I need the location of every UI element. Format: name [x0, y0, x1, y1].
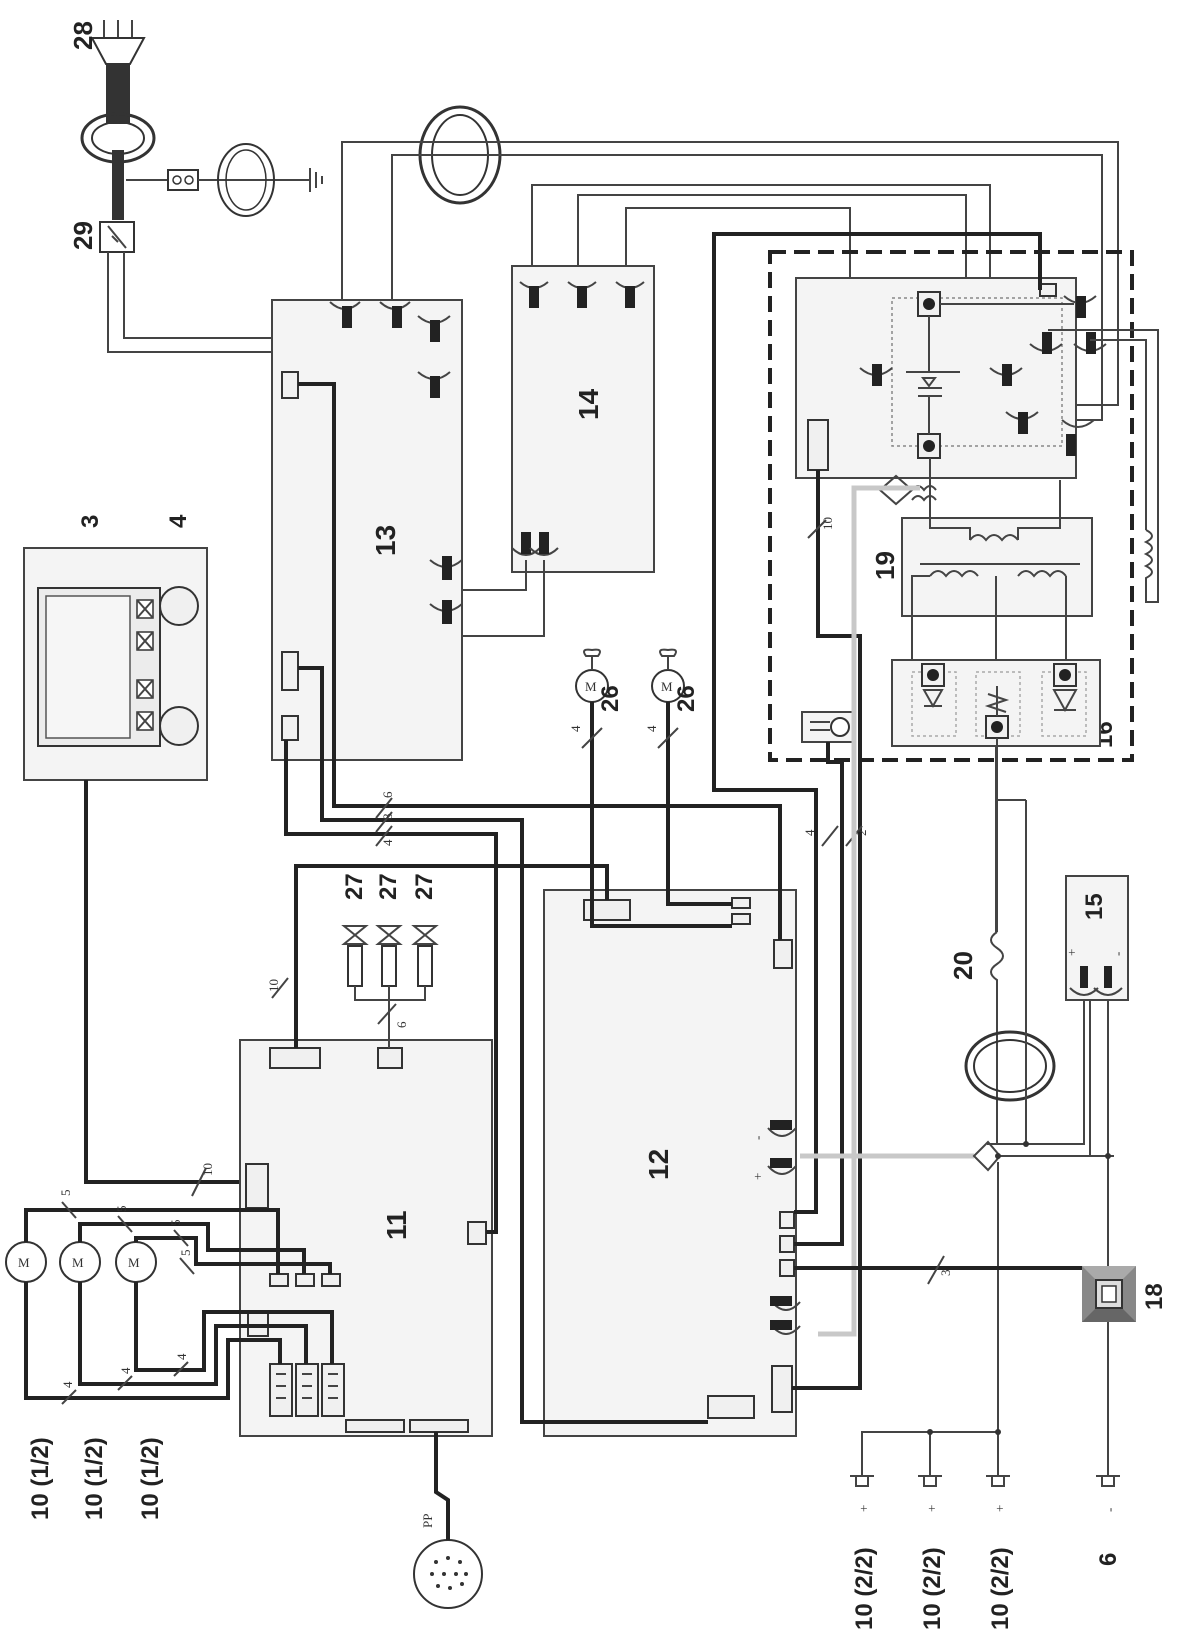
coil-right: [1143, 529, 1159, 603]
knob-top: [159, 586, 199, 626]
label-11: 11: [381, 1210, 412, 1240]
wire-count-10-top: 10: [266, 979, 281, 992]
wire-count-2-inverter: 2: [854, 830, 869, 837]
svg-text:M: M: [18, 1255, 30, 1270]
wire-count-8: 8: [380, 814, 395, 821]
label-10-1of2-c: 10 (1/2): [137, 1437, 164, 1520]
header-strip-1: [345, 1419, 405, 1433]
wire-count-10-left: 10: [200, 1163, 215, 1176]
board-11-relays: [269, 1363, 345, 1417]
label-10-1of2-b: 10 (1/2): [81, 1437, 108, 1520]
board-12: [543, 889, 797, 1437]
wire-count-5-d: 5: [178, 1250, 193, 1257]
wire-count-5-c: 5: [168, 1220, 183, 1227]
ferrite-ring-output: [964, 1030, 1056, 1102]
wire-count-3: 3: [938, 1270, 953, 1277]
box-15-minus: -: [1110, 952, 1125, 956]
board-13-terminals: [329, 301, 463, 624]
cable-10-top: [294, 864, 609, 1048]
wire-count-5-b: 5: [114, 1206, 129, 1213]
svg-text:-: -: [750, 1136, 765, 1140]
fuse-29: [99, 221, 135, 253]
board-14: [511, 265, 655, 573]
cable-8: [298, 666, 708, 1424]
label-12: 12: [643, 1149, 674, 1180]
wire-count-4-fan-b: 4: [644, 725, 659, 732]
svg-text:+: +: [750, 1173, 765, 1180]
mains-plug: [80, 20, 156, 220]
label-27a: 27: [341, 873, 368, 900]
bottom-terminals: [850, 1475, 1120, 1487]
wire-count-6-valves: 6: [394, 1021, 409, 1028]
svg-text:M: M: [72, 1255, 84, 1270]
label-19: 19: [870, 551, 900, 580]
wire-count-5-a: 5: [58, 1190, 73, 1197]
label-20: 20: [948, 951, 978, 980]
wire-count-4-f: 4: [118, 1367, 133, 1374]
inductor-20: [990, 931, 1004, 1144]
label-27b: 27: [375, 873, 402, 900]
label-10-2of2-a: 10 (2/2): [851, 1547, 878, 1630]
motors: M M M: [5, 1241, 157, 1283]
wire-count-4-inverter: 4: [802, 829, 817, 836]
enclosure-16: [768, 250, 1134, 762]
connector-18: [1082, 1266, 1136, 1322]
board-14-terminals: [511, 281, 645, 556]
earth-connection: [126, 143, 323, 217]
label-3: 3: [77, 515, 104, 528]
label-4: 4: [165, 514, 192, 528]
label-10-2of2-b: 10 (2/2): [919, 1547, 946, 1630]
cable-4: [284, 740, 498, 1234]
wire-count-4-fan-a: 4: [568, 725, 583, 732]
label-29: 29: [68, 221, 98, 250]
mains-wire: [107, 252, 272, 353]
board-13: [271, 299, 463, 761]
label-10-1of2-a: 10 (1/2): [27, 1437, 54, 1520]
wire-count-10-inverter: 10: [820, 517, 835, 530]
wire-count-6: 6: [380, 791, 395, 798]
plus-sign-a: +: [856, 1505, 871, 1512]
fan-26a: M: [575, 648, 609, 703]
minus-sign: -: [1102, 1508, 1117, 1512]
knob-bottom: [159, 706, 199, 746]
board-12-terminals: [767, 1120, 801, 1335]
pp-connector: [413, 1539, 483, 1609]
label-28: 28: [68, 21, 98, 50]
wire-count-4: 4: [380, 839, 395, 846]
plus-sign-c: +: [992, 1505, 1007, 1512]
wire-count-4-e: 4: [60, 1381, 75, 1388]
label-26b: 26: [673, 685, 700, 712]
label-18: 18: [1141, 1283, 1168, 1310]
display-screen: [45, 595, 131, 739]
grey-wire-ct: [818, 485, 920, 1337]
svg-text:M: M: [661, 679, 673, 694]
pp-label: PP: [420, 1514, 435, 1528]
svg-text:M: M: [128, 1255, 140, 1270]
label-6: 6: [1095, 1553, 1122, 1566]
box-15-plus: +: [1064, 949, 1079, 956]
wire-count-4-g: 4: [174, 1353, 189, 1360]
label-15: 15: [1081, 893, 1108, 920]
label-26a: 26: [597, 685, 624, 712]
inverter-terminals: [859, 295, 1107, 456]
cable-10-inverter: [792, 470, 862, 1390]
label-13: 13: [370, 525, 401, 556]
plus-sign-b: +: [924, 1505, 939, 1512]
box-15: [1065, 875, 1129, 1001]
label-10-2of2-c: 10 (2/2): [987, 1547, 1014, 1630]
cable-6: [298, 382, 782, 940]
svg-text:M: M: [585, 679, 597, 694]
label-27c: 27: [411, 873, 438, 900]
label-14: 14: [573, 388, 604, 420]
valves-27: [341, 925, 439, 1048]
header-strip-2: [409, 1419, 469, 1433]
